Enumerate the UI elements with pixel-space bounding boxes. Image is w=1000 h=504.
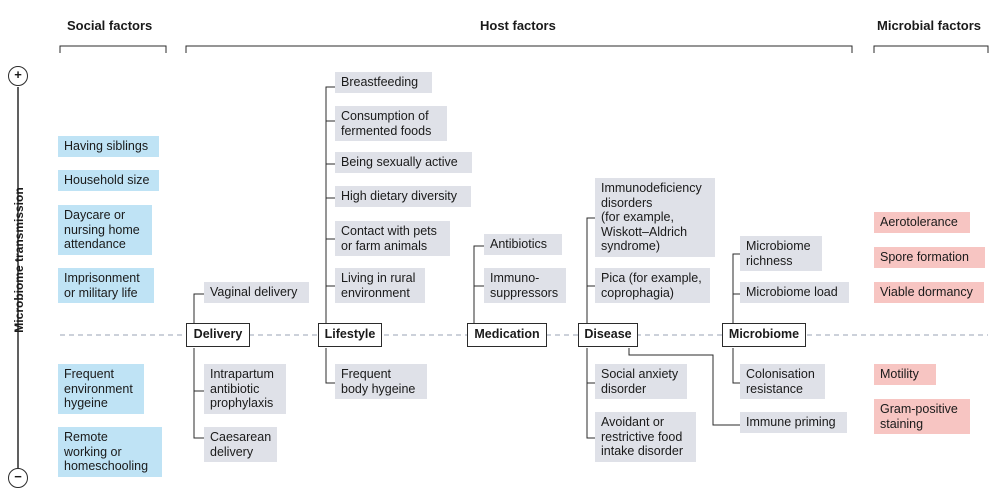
social-box-daycare: Daycare or nursing home attendance xyxy=(58,205,152,255)
node-microbiome: Microbiome xyxy=(722,323,806,347)
plus-icon: + xyxy=(8,66,28,86)
node-medication: Medication xyxy=(467,323,547,347)
microbial-box-aerotolerance: Aerotolerance xyxy=(874,212,970,233)
medication-box-immunosuppressors: Immuno- suppressors xyxy=(484,268,566,303)
delivery-box-caesarean: Caesarean delivery xyxy=(204,427,277,462)
microbiome-box-richness: Microbiome richness xyxy=(740,236,822,271)
axis-label: Microbiome transmission xyxy=(12,187,26,333)
disease-box-immunodeficiency: Immunodeficiency disorders (for example,… xyxy=(595,178,715,257)
lifestyle-box-breastfeeding: Breastfeeding xyxy=(335,72,432,93)
header-social-factors: Social factors xyxy=(67,18,153,33)
microbial-box-motility: Motility xyxy=(874,364,936,385)
lifestyle-box-fermented: Consumption of fermented foods xyxy=(335,106,447,141)
disease-box-avoidant: Avoidant or restrictive food intake diso… xyxy=(595,412,696,462)
microbial-box-gram-positive: Gram-positive staining xyxy=(874,399,970,434)
medication-box-antibiotics: Antibiotics xyxy=(484,234,562,255)
social-box-remote: Remote working or homeschooling xyxy=(58,427,162,477)
lifestyle-box-pets: Contact with pets or farm animals xyxy=(335,221,450,256)
disease-box-social-anxiety: Social anxiety disorder xyxy=(595,364,687,399)
lifestyle-box-dietary: High dietary diversity xyxy=(335,186,471,207)
lifestyle-box-body-hygiene: Frequent body hygeine xyxy=(335,364,427,399)
node-disease: Disease xyxy=(578,323,638,347)
microbial-box-dormancy: Viable dormancy xyxy=(874,282,984,303)
social-box-hygiene: Frequent environment hygeine xyxy=(58,364,144,414)
microbiome-box-immune-priming: Immune priming xyxy=(740,412,847,433)
node-delivery: Delivery xyxy=(186,323,250,347)
minus-icon: − xyxy=(8,468,28,488)
header-host-factors: Host factors xyxy=(480,18,556,33)
node-lifestyle: Lifestyle xyxy=(318,323,382,347)
social-box-household: Household size xyxy=(58,170,159,191)
social-box-imprisonment: Imprisonment or military life xyxy=(58,268,154,303)
lifestyle-box-rural: Living in rural environment xyxy=(335,268,425,303)
disease-box-pica: Pica (for example, coprophagia) xyxy=(595,268,710,303)
header-microbial-factors: Microbial factors xyxy=(877,18,982,33)
social-box-siblings: Having siblings xyxy=(58,136,159,157)
lifestyle-box-sexually-active: Being sexually active xyxy=(335,152,472,173)
delivery-box-vaginal: Vaginal delivery xyxy=(204,282,309,303)
microbiome-box-colonisation: Colonisation resistance xyxy=(740,364,825,399)
microbial-box-spore: Spore formation xyxy=(874,247,985,268)
delivery-box-intrapartum: Intrapartum antibiotic prophylaxis xyxy=(204,364,286,414)
microbiome-box-load: Microbiome load xyxy=(740,282,849,303)
